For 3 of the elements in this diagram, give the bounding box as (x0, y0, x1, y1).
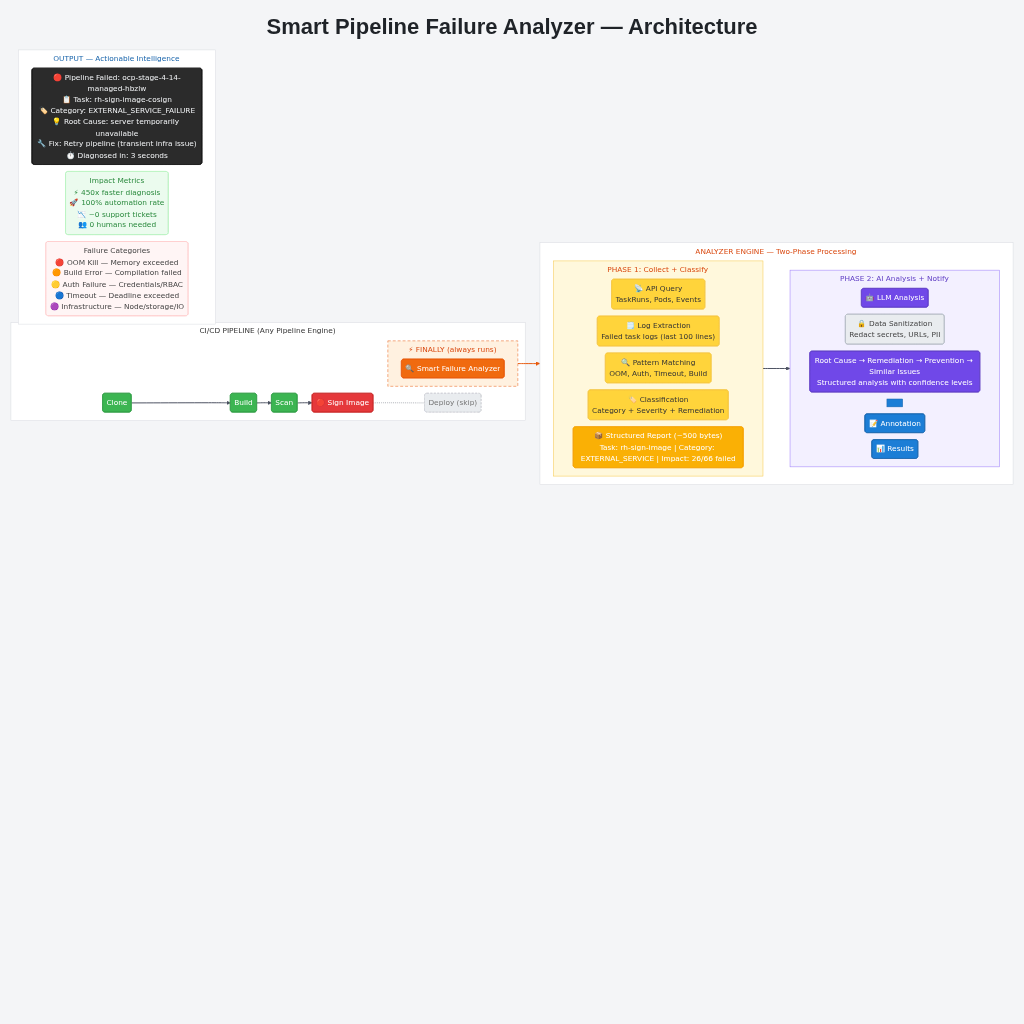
connector (372, 402, 426, 404)
node-box (886, 398, 903, 408)
diagram-title: Smart Pipeline Failure Analyzer — Architecture (265, 13, 759, 41)
